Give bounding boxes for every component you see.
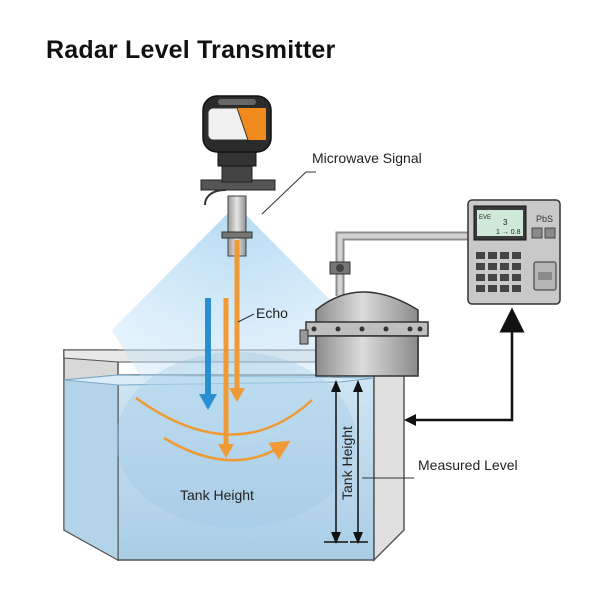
controller-screen-tag: EVE: [479, 215, 491, 221]
controller-screen-line1: 3: [503, 218, 508, 227]
echo-signal-arrows: [135, 240, 313, 462]
controller-unit: EVE 3 1 → 0.8 PbS: [467, 199, 561, 305]
tank-height-dimension: [324, 380, 368, 544]
controller-screen-line2: 1 → 0.8: [496, 229, 521, 236]
measured-level-label: Measured Level: [418, 457, 518, 473]
emitted-signal-arrow: [199, 298, 217, 410]
diagram-title: Radar Level Transmitter: [46, 36, 336, 64]
controller-keypad: [476, 252, 521, 292]
controller-brand: PbS: [536, 214, 553, 224]
echo-callout-line: [237, 313, 255, 323]
microwave-callout-line: [261, 171, 307, 215]
pressure-vessel: [299, 291, 429, 377]
signal-pipe: [329, 231, 470, 296]
tank-height-side-label: Tank Height: [339, 426, 355, 500]
feedback-arrows: [404, 307, 525, 426]
tank-height-center-label: Tank Height: [180, 487, 254, 503]
echo-label: Echo: [256, 305, 288, 321]
radar-transmitter: [200, 95, 276, 257]
microwave-signal-label: Microwave Signal: [312, 150, 422, 166]
